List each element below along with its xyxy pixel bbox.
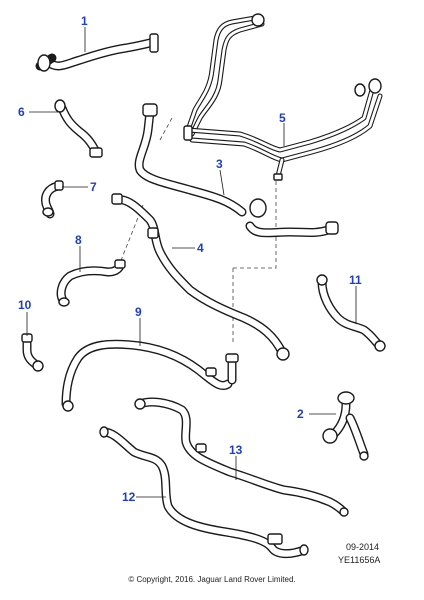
pipe-part-5 bbox=[183, 13, 383, 181]
callout-10: 10 bbox=[18, 298, 32, 312]
callout-11: 11 bbox=[349, 273, 362, 287]
hose-part-11 bbox=[316, 274, 386, 352]
callout-4: 4 bbox=[197, 241, 204, 255]
hose-part-2 bbox=[322, 391, 369, 461]
callout-2: 2 bbox=[297, 407, 304, 421]
callout-7: 7 bbox=[90, 180, 97, 194]
callout-1: 1 bbox=[81, 14, 88, 28]
hose-part-4 bbox=[111, 193, 290, 361]
callout-13: 13 bbox=[229, 443, 243, 457]
callout-8: 8 bbox=[75, 233, 82, 247]
hose-part-13 bbox=[134, 397, 349, 517]
callout-3: 3 bbox=[216, 157, 223, 171]
callout-6: 6 bbox=[18, 105, 25, 119]
diagram-date: 09-2014 bbox=[346, 542, 380, 552]
hose-part-3 bbox=[134, 103, 339, 238]
hose-part-12 bbox=[99, 426, 309, 559]
callout-numbers: 1 6 3 5 4 7 8 9 10 11 2 13 12 bbox=[18, 14, 362, 504]
callout-5: 5 bbox=[279, 111, 286, 125]
guide-lines bbox=[117, 117, 277, 345]
hose-part-8 bbox=[56, 259, 126, 307]
callout-9: 9 bbox=[135, 305, 142, 319]
callout-12: 12 bbox=[122, 490, 136, 504]
copyright-notice: © Copyright, 2016. Jaguar Land Rover Lim… bbox=[128, 575, 296, 584]
hose-part-1 bbox=[35, 33, 159, 72]
hose-part-6 bbox=[54, 99, 103, 158]
leader-lines bbox=[26, 27, 357, 498]
hose-part-10 bbox=[21, 333, 44, 372]
hose-part-7 bbox=[41, 180, 64, 219]
diagram-reference: YE11656A bbox=[338, 555, 381, 565]
